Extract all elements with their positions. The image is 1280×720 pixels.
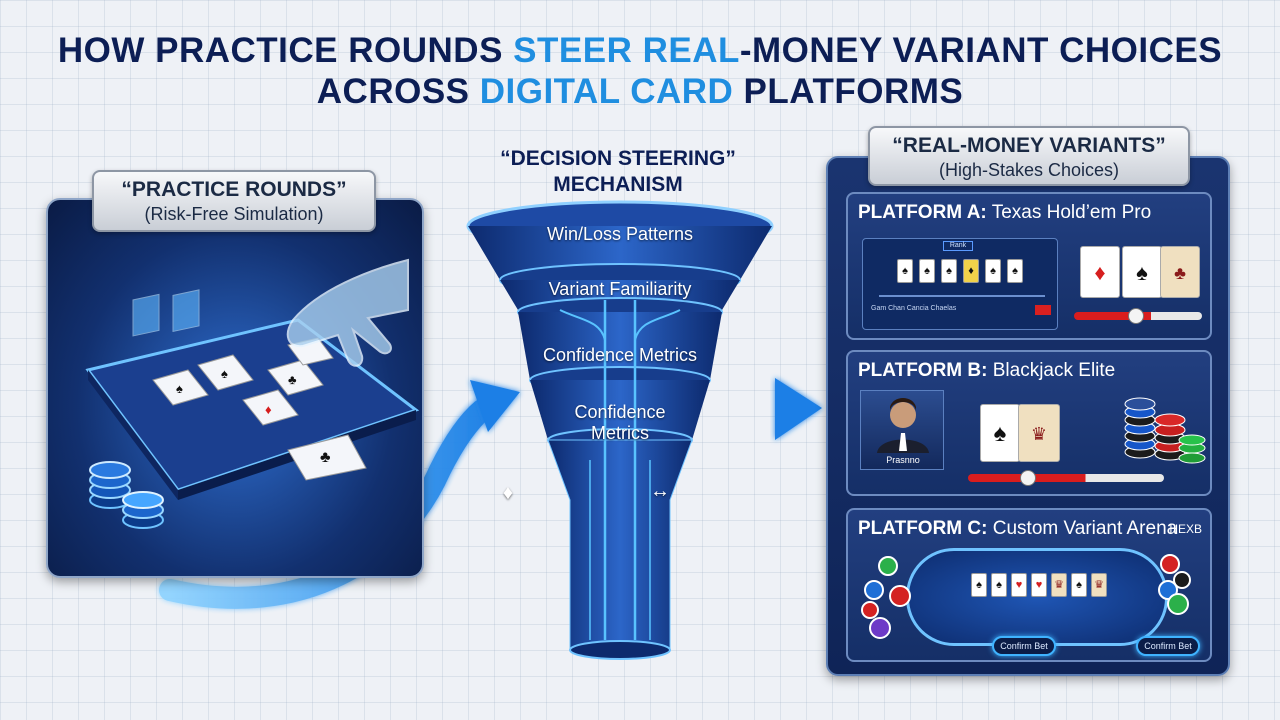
- funnel-layer-metrics: Metrics: [591, 423, 649, 443]
- poker-chip-icon: [1148, 554, 1208, 659]
- playing-card-icon: ♥: [1031, 573, 1047, 597]
- title-part: HOW PRACTICE ROUNDS: [57, 31, 514, 70]
- bet-slider-knob[interactable]: [1128, 308, 1144, 324]
- funnel-layer-win-loss: Win/Loss Patterns: [546, 224, 694, 244]
- svg-text:♦: ♦: [265, 402, 272, 417]
- playing-card-icon: ♛: [1051, 573, 1067, 597]
- svg-text:♠: ♠: [176, 381, 183, 396]
- practice-subtitle: (Risk-Free Simulation): [144, 204, 324, 224]
- bet-slider[interactable]: [1074, 308, 1202, 324]
- practice-title: “PRACTICE ROUNDS”: [121, 178, 347, 201]
- platform-a-screen: Rank ♠ ♠ ♠ ♦ ♠ ♠ Gam Chan Cancia Chaelas: [862, 238, 1058, 330]
- title-part: ACROSS: [316, 72, 480, 111]
- hand-icon: [286, 258, 409, 367]
- playing-card-icon: ♛: [1091, 573, 1107, 597]
- platform-a-red-indicator: [1035, 305, 1051, 315]
- playing-card-icon: ♠: [985, 259, 1001, 283]
- dealer-label: Prasnno: [886, 455, 920, 465]
- swap-arrows-icon: ↔: [650, 480, 670, 502]
- curved-arrow-head: [470, 380, 520, 432]
- playing-card-icon: ♠: [941, 259, 957, 283]
- svg-text:♣: ♣: [320, 449, 331, 466]
- poker-table: ♠ ♠ ♥ ♥ ♛ ♠ ♛: [906, 548, 1168, 646]
- title-highlight: STEER REAL: [513, 31, 740, 70]
- funnel-icon: [466, 200, 774, 660]
- funnel-layer-confidence: Confidence Metrics: [542, 345, 698, 365]
- mechanism-title: “DECISION STEERING” MECHANISM: [470, 146, 766, 198]
- real-money-label: “REAL-MONEY VARIANTS” (High-Stakes Choic…: [868, 126, 1190, 186]
- svg-text:♣: ♣: [288, 372, 297, 387]
- playing-card-icon: ♠: [991, 573, 1007, 597]
- confirm-bet-button[interactable]: Confirm Bet: [992, 636, 1056, 656]
- playing-card-icon: ♠: [919, 259, 935, 283]
- playing-card-icon: ♦: [963, 259, 979, 283]
- dealer-avatar-icon: Prasnno: [860, 390, 944, 470]
- platform-c-title: PLATFORM C: Custom Variant Arena: [858, 518, 1178, 539]
- bet-slider-knob[interactable]: [1020, 470, 1036, 486]
- mechanism-title-line: MECHANISM: [553, 173, 683, 196]
- playing-card-icon: ♠: [1071, 573, 1087, 597]
- playing-card-icon: ♠: [1122, 246, 1162, 298]
- variants-title: “REAL-MONEY VARIANTS”: [892, 134, 1166, 157]
- platform-c-corner-label: HEXB: [1169, 522, 1202, 536]
- variants-subtitle: (High-Stakes Choices): [938, 160, 1120, 180]
- poker-chip-icon: [1118, 392, 1208, 477]
- poker-chip-icon: [89, 461, 164, 529]
- platform-b-title: PLATFORM B: Blackjack Elite: [858, 360, 1116, 381]
- straight-arrow-head: [775, 378, 822, 440]
- funnel-layer-confidence-2: Confidence: [574, 402, 666, 422]
- playing-card-icon: ♣: [1160, 246, 1200, 298]
- playing-card-icon: ♠: [897, 259, 913, 283]
- mechanism-title-line: “DECISION STEERING”: [500, 147, 736, 170]
- platform-a-tag: Rank: [943, 241, 973, 251]
- practice-rounds-panel: ♠ ♠ ♦ ♣ ♣: [46, 198, 424, 578]
- playing-card-icon: ♦: [1080, 246, 1120, 298]
- diamond-icon: ♦: [502, 482, 514, 504]
- title-part: PLATFORMS: [733, 72, 964, 111]
- platform-a-title: PLATFORM A: Texas Hold’em Pro: [858, 202, 1152, 223]
- playing-card-icon: ♠: [1007, 259, 1023, 283]
- playing-card-icon: ♠: [980, 404, 1020, 462]
- playing-card-icon: ♛: [1018, 404, 1060, 462]
- svg-text:♠: ♠: [221, 366, 228, 381]
- platform-b-card[interactable]: PLATFORM B: Blackjack Elite Prasnno ♠ ♛: [846, 350, 1212, 496]
- bet-slider[interactable]: [968, 470, 1164, 486]
- practice-rounds-label: “PRACTICE ROUNDS” (Risk-Free Simulation): [92, 170, 376, 232]
- platform-a-status: Gam Chan Cancia Chaelas: [871, 305, 957, 312]
- page-title: HOW PRACTICE ROUNDS STEER REAL-MONEY VAR…: [0, 30, 1280, 112]
- playing-card-icon: ♠: [971, 573, 987, 597]
- poker-chip-icon: [856, 554, 916, 659]
- funnel-layer-familiarity: Variant Familiarity: [548, 279, 692, 299]
- title-highlight: DIGITAL CARD: [479, 72, 734, 111]
- practice-table-illustration: ♠ ♠ ♦ ♣ ♣: [85, 258, 420, 529]
- platform-a-card[interactable]: PLATFORM A: Texas Hold’em Pro Rank ♠ ♠ ♠…: [846, 192, 1212, 340]
- platform-c-card[interactable]: PLATFORM C: Custom Variant Arena HEXB ♠ …: [846, 508, 1212, 662]
- playing-card-icon: ♥: [1011, 573, 1027, 597]
- title-part: -MONEY VARIANT CHOICES: [739, 31, 1223, 70]
- confirm-bet-button-2[interactable]: Confirm Bet: [1136, 636, 1200, 656]
